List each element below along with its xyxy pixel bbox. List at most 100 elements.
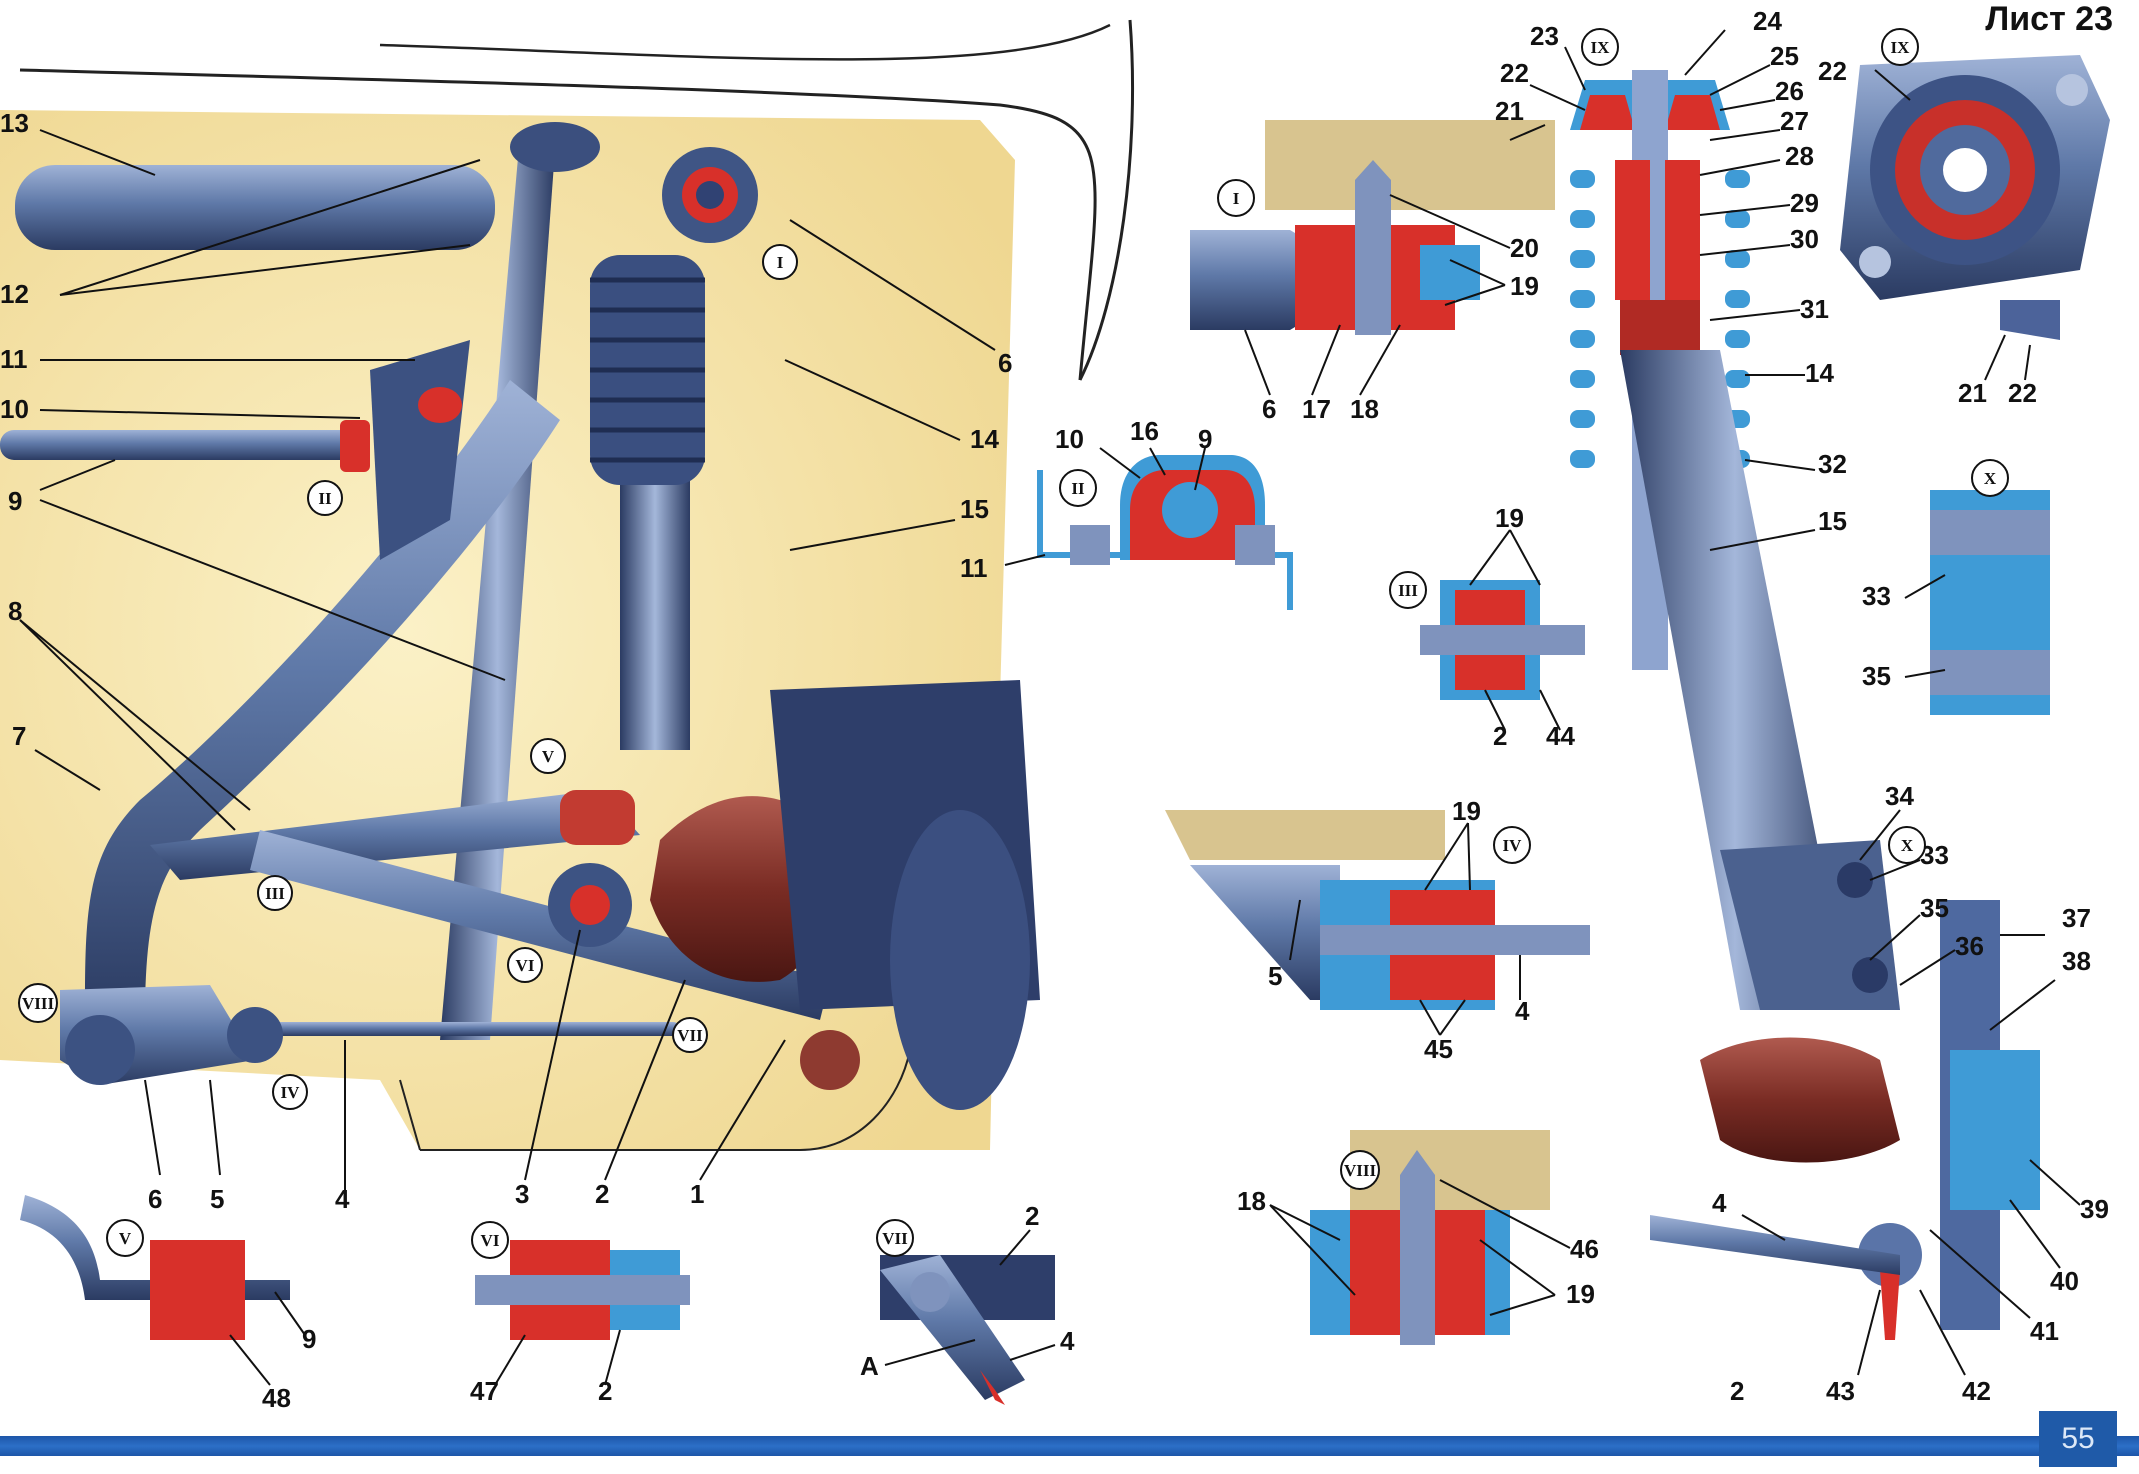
callout-14: 14 bbox=[970, 424, 999, 454]
strut-label-22: 22 bbox=[1500, 58, 1529, 88]
main-suspension-view bbox=[0, 19, 1135, 1151]
detail-IV-label-5: 5 bbox=[1268, 961, 1282, 991]
ball-joint-1 bbox=[800, 1030, 860, 1090]
shock-absorber-15 bbox=[590, 255, 705, 750]
strut-label-35: 35 bbox=[1920, 893, 1949, 923]
detail-IX-label-22: 22 bbox=[1818, 56, 1847, 86]
detail-VI-label-47: 47 bbox=[470, 1376, 499, 1406]
roman-marker-II: II bbox=[307, 480, 343, 516]
svg-text:IV: IV bbox=[1503, 836, 1523, 855]
footer-bar bbox=[0, 1436, 2139, 1456]
detail-V: V 9 48 bbox=[20, 1195, 316, 1413]
callout-11: 11 bbox=[0, 344, 28, 374]
side-member-7 bbox=[85, 380, 560, 1020]
callout-6: 6 bbox=[148, 1184, 162, 1214]
detail-IV-label-4: 4 bbox=[1515, 996, 1530, 1026]
callout-6b: 6 bbox=[998, 348, 1012, 378]
detail-I-label-18: 18 bbox=[1350, 394, 1379, 424]
svg-text:IX: IX bbox=[1891, 38, 1911, 57]
svg-text:V: V bbox=[119, 1229, 132, 1248]
strut-label-15: 15 bbox=[1818, 506, 1847, 536]
crossmember-13 bbox=[15, 165, 495, 250]
callout-15: 15 bbox=[960, 494, 989, 524]
detail-VII-label-2: 2 bbox=[1025, 1201, 1039, 1231]
strut-label-2: 2 bbox=[1730, 1376, 1744, 1406]
main-callouts: 13 12 11 10 9 8 7 6 5 4 3 2 1 14 15 6 bbox=[0, 108, 1012, 1214]
detail-VIII-label-46: 46 bbox=[1570, 1234, 1599, 1264]
roman-markers-main: I II III IV V VI VII VIII bbox=[18, 244, 798, 1110]
roman-marker-VII-detail: VII bbox=[876, 1219, 914, 1257]
detail-IX-label-21: 21 bbox=[1958, 378, 1987, 408]
detail-II-label-10: 10 bbox=[1055, 424, 1084, 454]
svg-text:VI: VI bbox=[481, 1231, 500, 1250]
roman-marker-I: I bbox=[762, 244, 798, 280]
detail-IV: IV 19 5 4 45 bbox=[1165, 796, 1590, 1064]
detail-I-label-17: 17 bbox=[1302, 394, 1331, 424]
detail-IV-label-19: 19 bbox=[1452, 796, 1481, 826]
stabilizer-bar-9 bbox=[0, 430, 360, 460]
detail-III-label-2: 2 bbox=[1493, 721, 1507, 751]
detail-IX: IX 22 21 22 bbox=[1818, 28, 2110, 408]
svg-text:V: V bbox=[542, 747, 555, 766]
callout-1: 1 bbox=[690, 1179, 704, 1209]
roman-marker-VIII-detail: VIII bbox=[1340, 1150, 1380, 1190]
roman-marker-IV-detail: IV bbox=[1493, 826, 1531, 864]
panel-outline bbox=[399, 1049, 911, 1151]
svg-text:X: X bbox=[1984, 469, 1997, 488]
roman-marker-VII: VII bbox=[672, 1017, 708, 1053]
callout-7: 7 bbox=[12, 721, 26, 751]
detail-V-label-48: 48 bbox=[262, 1383, 291, 1413]
detail-X-label-35: 35 bbox=[1862, 661, 1891, 691]
callout-10: 10 bbox=[0, 394, 29, 424]
roman-marker-X: X bbox=[1888, 826, 1926, 864]
svg-text:VIII: VIII bbox=[1344, 1161, 1377, 1180]
callout-13: 13 bbox=[0, 108, 29, 138]
svg-text:VIII: VIII bbox=[22, 994, 55, 1013]
strut-label-28: 28 bbox=[1785, 141, 1814, 171]
detail-VIII-label-19: 19 bbox=[1566, 1279, 1595, 1309]
detail-VI-label-2: 2 bbox=[598, 1376, 612, 1406]
roman-marker-III: III bbox=[257, 875, 293, 911]
svg-text:VI: VI bbox=[516, 956, 535, 975]
strut-label-37: 37 bbox=[2062, 903, 2091, 933]
callout-12: 12 bbox=[0, 279, 29, 309]
arm-2 bbox=[250, 830, 830, 1020]
detail-VIII: VIII 18 46 19 bbox=[1237, 1130, 1599, 1345]
strut-label-41: 41 bbox=[2030, 1316, 2059, 1346]
strut-label-34: 34 bbox=[1885, 781, 1914, 811]
strut-label-42: 42 bbox=[1962, 1376, 1991, 1406]
detail-VIII-label-18: 18 bbox=[1237, 1186, 1266, 1216]
detail-II-label-11: 11 bbox=[960, 553, 988, 583]
callout-8: 8 bbox=[8, 596, 22, 626]
detail-I-label-19: 19 bbox=[1510, 271, 1539, 301]
svg-text:III: III bbox=[1398, 581, 1418, 600]
roman-marker-VI-detail: VI bbox=[471, 1221, 509, 1259]
joint-IV bbox=[227, 1007, 283, 1063]
bushing-II bbox=[340, 420, 370, 472]
roman-marker-III-detail: III bbox=[1389, 571, 1427, 609]
strut-section bbox=[1570, 70, 2040, 1340]
callout-4: 4 bbox=[335, 1184, 350, 1214]
bushing-V bbox=[560, 790, 635, 845]
strut-callouts: 23 24 25 26 27 28 29 30 31 14 32 15 22 2… bbox=[1495, 6, 2109, 1406]
detail-III: III 19 2 44 bbox=[1389, 503, 1585, 751]
roman-marker-IX-detail: IX bbox=[1881, 28, 1919, 66]
page-number: 55 bbox=[2039, 1411, 2117, 1467]
roman-marker-VIII: VIII bbox=[18, 983, 58, 1023]
strut-label-30: 30 bbox=[1790, 224, 1819, 254]
detail-I-label-6: 6 bbox=[1262, 394, 1276, 424]
callout-2: 2 bbox=[595, 1179, 609, 1209]
strut-label-14: 14 bbox=[1805, 358, 1834, 388]
strut-label-32: 32 bbox=[1818, 449, 1847, 479]
svg-text:VII: VII bbox=[677, 1026, 703, 1045]
strut-label-25: 25 bbox=[1770, 41, 1799, 71]
roman-marker-X-detail: X bbox=[1971, 459, 2009, 497]
tube-end bbox=[510, 122, 600, 172]
detail-I: I 20 19 6 17 18 bbox=[1190, 120, 1555, 424]
svg-text:IV: IV bbox=[281, 1083, 301, 1102]
svg-text:II: II bbox=[1071, 479, 1085, 498]
strut-label-39: 39 bbox=[2080, 1194, 2109, 1224]
svg-text:IX: IX bbox=[1591, 38, 1611, 57]
callout-9: 9 bbox=[8, 486, 22, 516]
